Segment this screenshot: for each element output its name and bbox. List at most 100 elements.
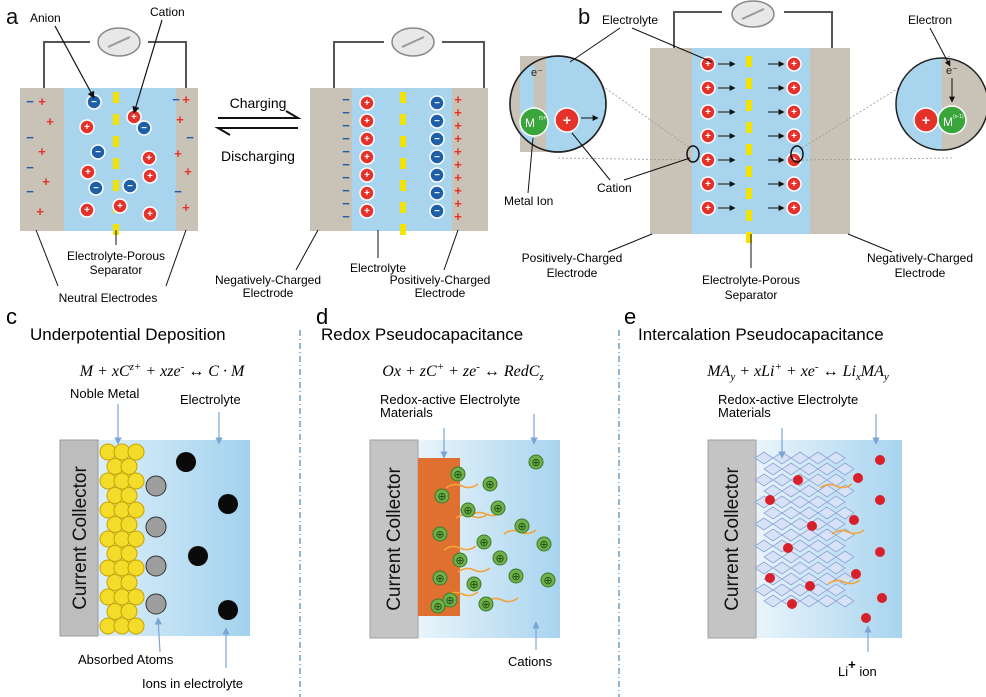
cation-ion: +	[786, 200, 802, 216]
lattice-cell	[835, 594, 855, 608]
label-cations-d: Cations	[508, 654, 553, 669]
svg-text:+: +	[131, 112, 137, 123]
cation-green: ⊕	[528, 454, 544, 470]
cation-green: ⊕	[482, 476, 498, 492]
svg-text:−: −	[434, 98, 440, 109]
anion-ion: −	[429, 203, 445, 219]
cation-ion: +	[700, 200, 716, 216]
metal-ion-left	[519, 107, 549, 137]
svg-text:⊕: ⊕	[543, 575, 552, 587]
cation-ion-b-left	[554, 107, 580, 133]
cation-ion: +	[786, 104, 802, 120]
label-current-collector-e: Current Collector	[722, 467, 743, 611]
svg-text:+: +	[364, 206, 370, 217]
svg-text:+: +	[791, 203, 797, 214]
cation-ion: +	[700, 128, 716, 144]
lattice-cell	[835, 462, 855, 476]
positive-charge: +	[182, 92, 190, 107]
lattice-cell	[799, 506, 819, 520]
electrolyte-ion	[218, 600, 238, 620]
svg-text:+: +	[364, 98, 370, 109]
cation-ion: +	[700, 80, 716, 96]
label-metal-ion: Metal Ion	[504, 194, 553, 208]
electron-transfer-mark	[443, 545, 477, 551]
li-ion	[793, 475, 803, 485]
svg-text:⊕: ⊕	[517, 521, 526, 533]
negative-charge: −	[26, 130, 34, 145]
negative-charge: −	[342, 157, 350, 172]
noble-metal-atom	[127, 443, 145, 461]
noble-metal-atom	[120, 487, 138, 504]
svg-text:+: +	[85, 167, 91, 178]
lattice-cell	[790, 495, 810, 509]
cation-green: ⊕	[514, 518, 530, 534]
li-ion	[787, 599, 797, 609]
anion-ion: −	[88, 180, 104, 196]
negative-charge: −	[342, 92, 350, 107]
label-anion: Anion	[30, 11, 61, 25]
lattice-cell	[754, 561, 774, 575]
lattice-cell	[790, 539, 810, 553]
ions-a-left: −++−−++−−++++	[79, 94, 158, 222]
svg-text:+: +	[364, 188, 370, 199]
svg-text:+: +	[364, 116, 370, 127]
cation-ion: +	[80, 164, 96, 180]
lattice-cell	[799, 594, 819, 608]
panel-letter-e: e	[624, 304, 636, 329]
negative-charge: −	[342, 209, 350, 224]
cation-ion-b-right	[913, 107, 939, 133]
cation-green: ⊕	[450, 466, 466, 482]
positive-charge: +	[454, 170, 462, 185]
positive-charge: +	[454, 183, 462, 198]
svg-text:−: −	[141, 123, 147, 134]
electron-transfer-mark	[457, 567, 491, 573]
negative-charge: −	[342, 131, 350, 146]
ions-in-electrolyte-c	[176, 452, 238, 620]
anion-ion: −	[429, 113, 445, 129]
lattice-cell	[754, 539, 774, 553]
li-ion	[851, 569, 861, 579]
svg-text:−: −	[434, 206, 440, 217]
svg-text:⊕: ⊕	[495, 553, 504, 565]
cation-ion: +	[700, 104, 716, 120]
anion-ion: −	[90, 144, 106, 160]
svg-text:−: −	[434, 188, 440, 199]
cation-green: ⊕	[432, 526, 448, 542]
anion-ion: −	[429, 167, 445, 183]
noble-metal-layer	[99, 443, 145, 635]
cation-ion: +	[112, 198, 128, 214]
panel-a: a −++−+−+−+−++−++−+ −++−−++−−++++ Anion …	[6, 4, 490, 305]
svg-text:⊕: ⊕	[511, 571, 520, 583]
positive-charge: +	[454, 131, 462, 146]
negative-charge: −	[342, 144, 350, 159]
cation-green: ⊕	[432, 570, 448, 586]
svg-text:+: +	[84, 205, 90, 216]
label-li-ion: Li+ ion	[838, 657, 877, 679]
negative-charge: −	[342, 170, 350, 185]
svg-text:⊕: ⊕	[531, 457, 540, 469]
noble-metal-atom	[127, 588, 145, 606]
negative-charge: −	[172, 92, 180, 107]
positive-charge: +	[454, 105, 462, 120]
svg-text:M: M	[525, 116, 535, 130]
cation-ion: +	[359, 149, 375, 165]
negative-charge: −	[26, 94, 34, 109]
positive-charge: +	[454, 92, 462, 107]
label-ions-in-electrolyte: Ions in electrolyte	[142, 676, 243, 691]
panel-d: d Redox Pseudocapacitance Ox + zC+ + ze-…	[316, 304, 560, 669]
svg-text:+: +	[791, 131, 797, 142]
svg-text:+: +	[147, 171, 153, 182]
lattice-cell	[808, 561, 828, 575]
positive-charge: +	[36, 204, 44, 219]
svg-text:+: +	[705, 83, 711, 94]
lattice-cell	[772, 473, 792, 487]
lattice-cell	[790, 451, 810, 465]
svg-text:⊕: ⊕	[469, 579, 478, 591]
electron-transfer-mark	[831, 529, 865, 535]
label-electrolyte-c: Electrolyte	[180, 392, 241, 407]
positive-charge: +	[184, 164, 192, 179]
electron-label-left: e⁻	[531, 67, 543, 79]
svg-text:n+: n+	[539, 115, 547, 122]
